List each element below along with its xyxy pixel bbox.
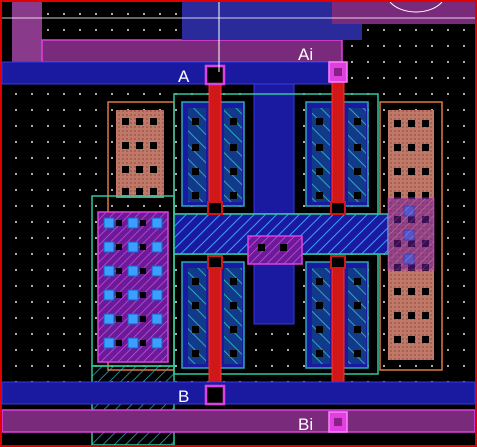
vias-left-stack-inner <box>116 220 146 346</box>
bottom-left-hatched <box>91 365 175 445</box>
pin-a-box[interactable] <box>204 64 226 86</box>
right-metal2-segment <box>387 197 435 271</box>
metal1-top-band <box>2 61 343 85</box>
arc-marker <box>389 2 443 13</box>
center-metal2-island <box>247 235 303 265</box>
bottom-rails <box>2 381 475 433</box>
vias-left-stack <box>103 217 163 349</box>
label-b: B <box>178 387 189 406</box>
center-contact-2 <box>280 244 287 251</box>
label-ai: Ai <box>298 45 313 64</box>
contacts-transistors <box>192 118 361 357</box>
pin-bi-box[interactable] <box>328 411 348 433</box>
left-via-stack <box>91 195 175 367</box>
contacts-well-taps <box>122 118 429 343</box>
pin-b-box[interactable] <box>204 384 226 406</box>
label-a: A <box>178 67 190 86</box>
gate-poly-contacts <box>207 201 346 269</box>
label-bi: Bi <box>298 415 313 434</box>
crosshair <box>2 2 475 72</box>
center-contact-1 <box>258 244 265 251</box>
pin-ai-box[interactable] <box>328 61 348 83</box>
metal1-vertical-center <box>253 83 295 325</box>
poly-gates <box>208 71 345 401</box>
